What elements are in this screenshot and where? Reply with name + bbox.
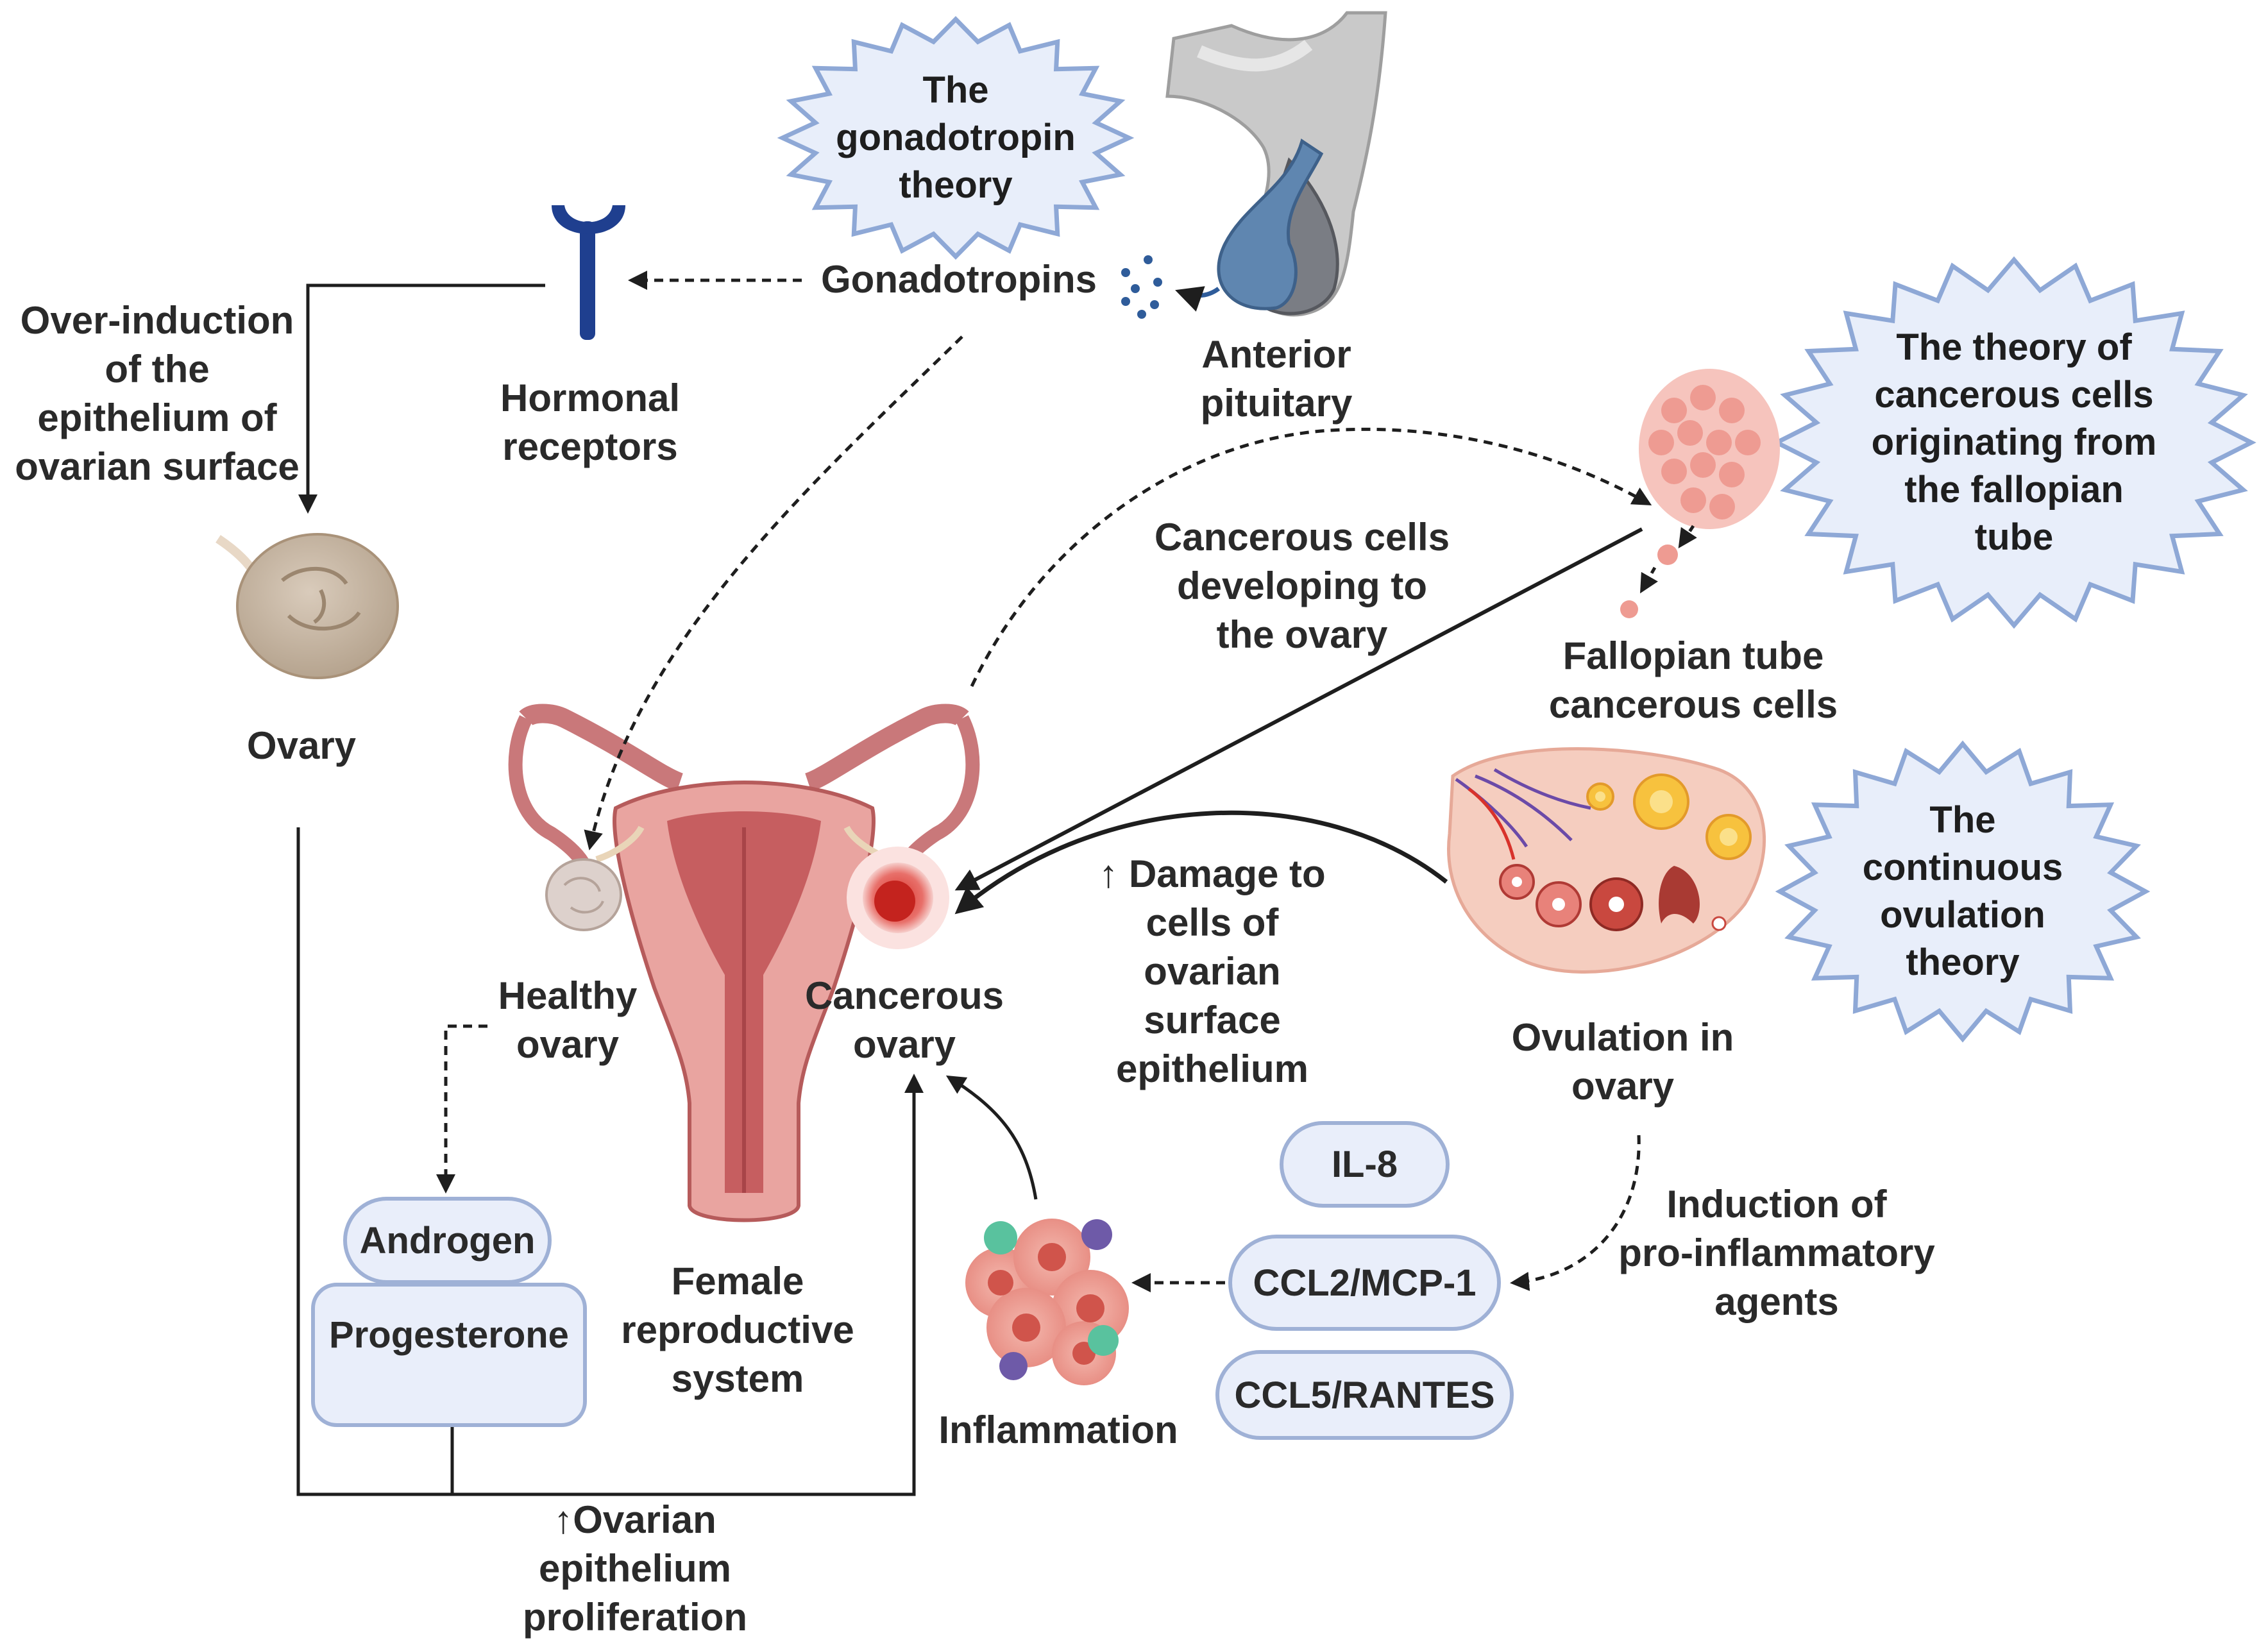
gonadotropin-theory-burst bbox=[777, 16, 1135, 260]
ovary-to-proliferation-line bbox=[296, 827, 924, 1496]
androgen-pill: Androgen bbox=[343, 1197, 552, 1284]
il8-pill: IL-8 bbox=[1280, 1121, 1450, 1208]
ccl5-pill: CCL5/RANTES bbox=[1215, 1350, 1514, 1440]
ccl5-text: CCL5/RANTES bbox=[1234, 1374, 1495, 1416]
fallopian-cancer-cells-illustration bbox=[1620, 369, 1780, 618]
hormonal-receptor-icon bbox=[552, 205, 625, 340]
gonadotropins-label: Gonadotropins bbox=[821, 258, 1097, 301]
pituitary-illustration bbox=[1165, 11, 1387, 317]
ccl2-pill: CCL2/MCP-1 bbox=[1228, 1235, 1501, 1331]
pituitary-to-dots-arrow bbox=[1175, 286, 1221, 312]
ovary-illustration bbox=[216, 533, 399, 679]
androgen-text: Androgen bbox=[359, 1219, 536, 1262]
gonadotropins-to-healthy-ovary-arrow bbox=[584, 335, 963, 850]
cancerous-to-fallopian-arrow bbox=[970, 427, 1652, 688]
inflammation-cells-illustration bbox=[965, 1219, 1129, 1385]
ccl2-text: CCL2/MCP-1 bbox=[1253, 1262, 1477, 1304]
progesterone-box: Progesterone bbox=[311, 1283, 587, 1427]
ovary-label: Ovary bbox=[246, 724, 357, 767]
il8-text: IL-8 bbox=[1331, 1144, 1398, 1185]
uterus-illustration bbox=[508, 704, 980, 1222]
fallopian-theory-burst bbox=[1772, 256, 2256, 629]
fallopian-to-cancerous-arrow bbox=[954, 527, 1643, 891]
ovulation-ovary-illustration bbox=[1447, 747, 1766, 974]
cancerous-ovary-illustration bbox=[847, 847, 949, 949]
inflammation-label: Inflammation bbox=[938, 1408, 1178, 1451]
ovulation-theory-burst bbox=[1775, 740, 2151, 1043]
receptor-to-ovary-line bbox=[298, 283, 545, 514]
progesterone-text: Progesterone bbox=[329, 1314, 569, 1356]
ovulation-to-cancerous-arrow bbox=[954, 810, 1448, 915]
gonadotropin-dots-icon bbox=[1121, 255, 1162, 319]
ovulation-to-ccl2-arrow bbox=[1510, 1135, 1641, 1291]
inflammation-to-cancerous-arrow bbox=[945, 1075, 1038, 1200]
